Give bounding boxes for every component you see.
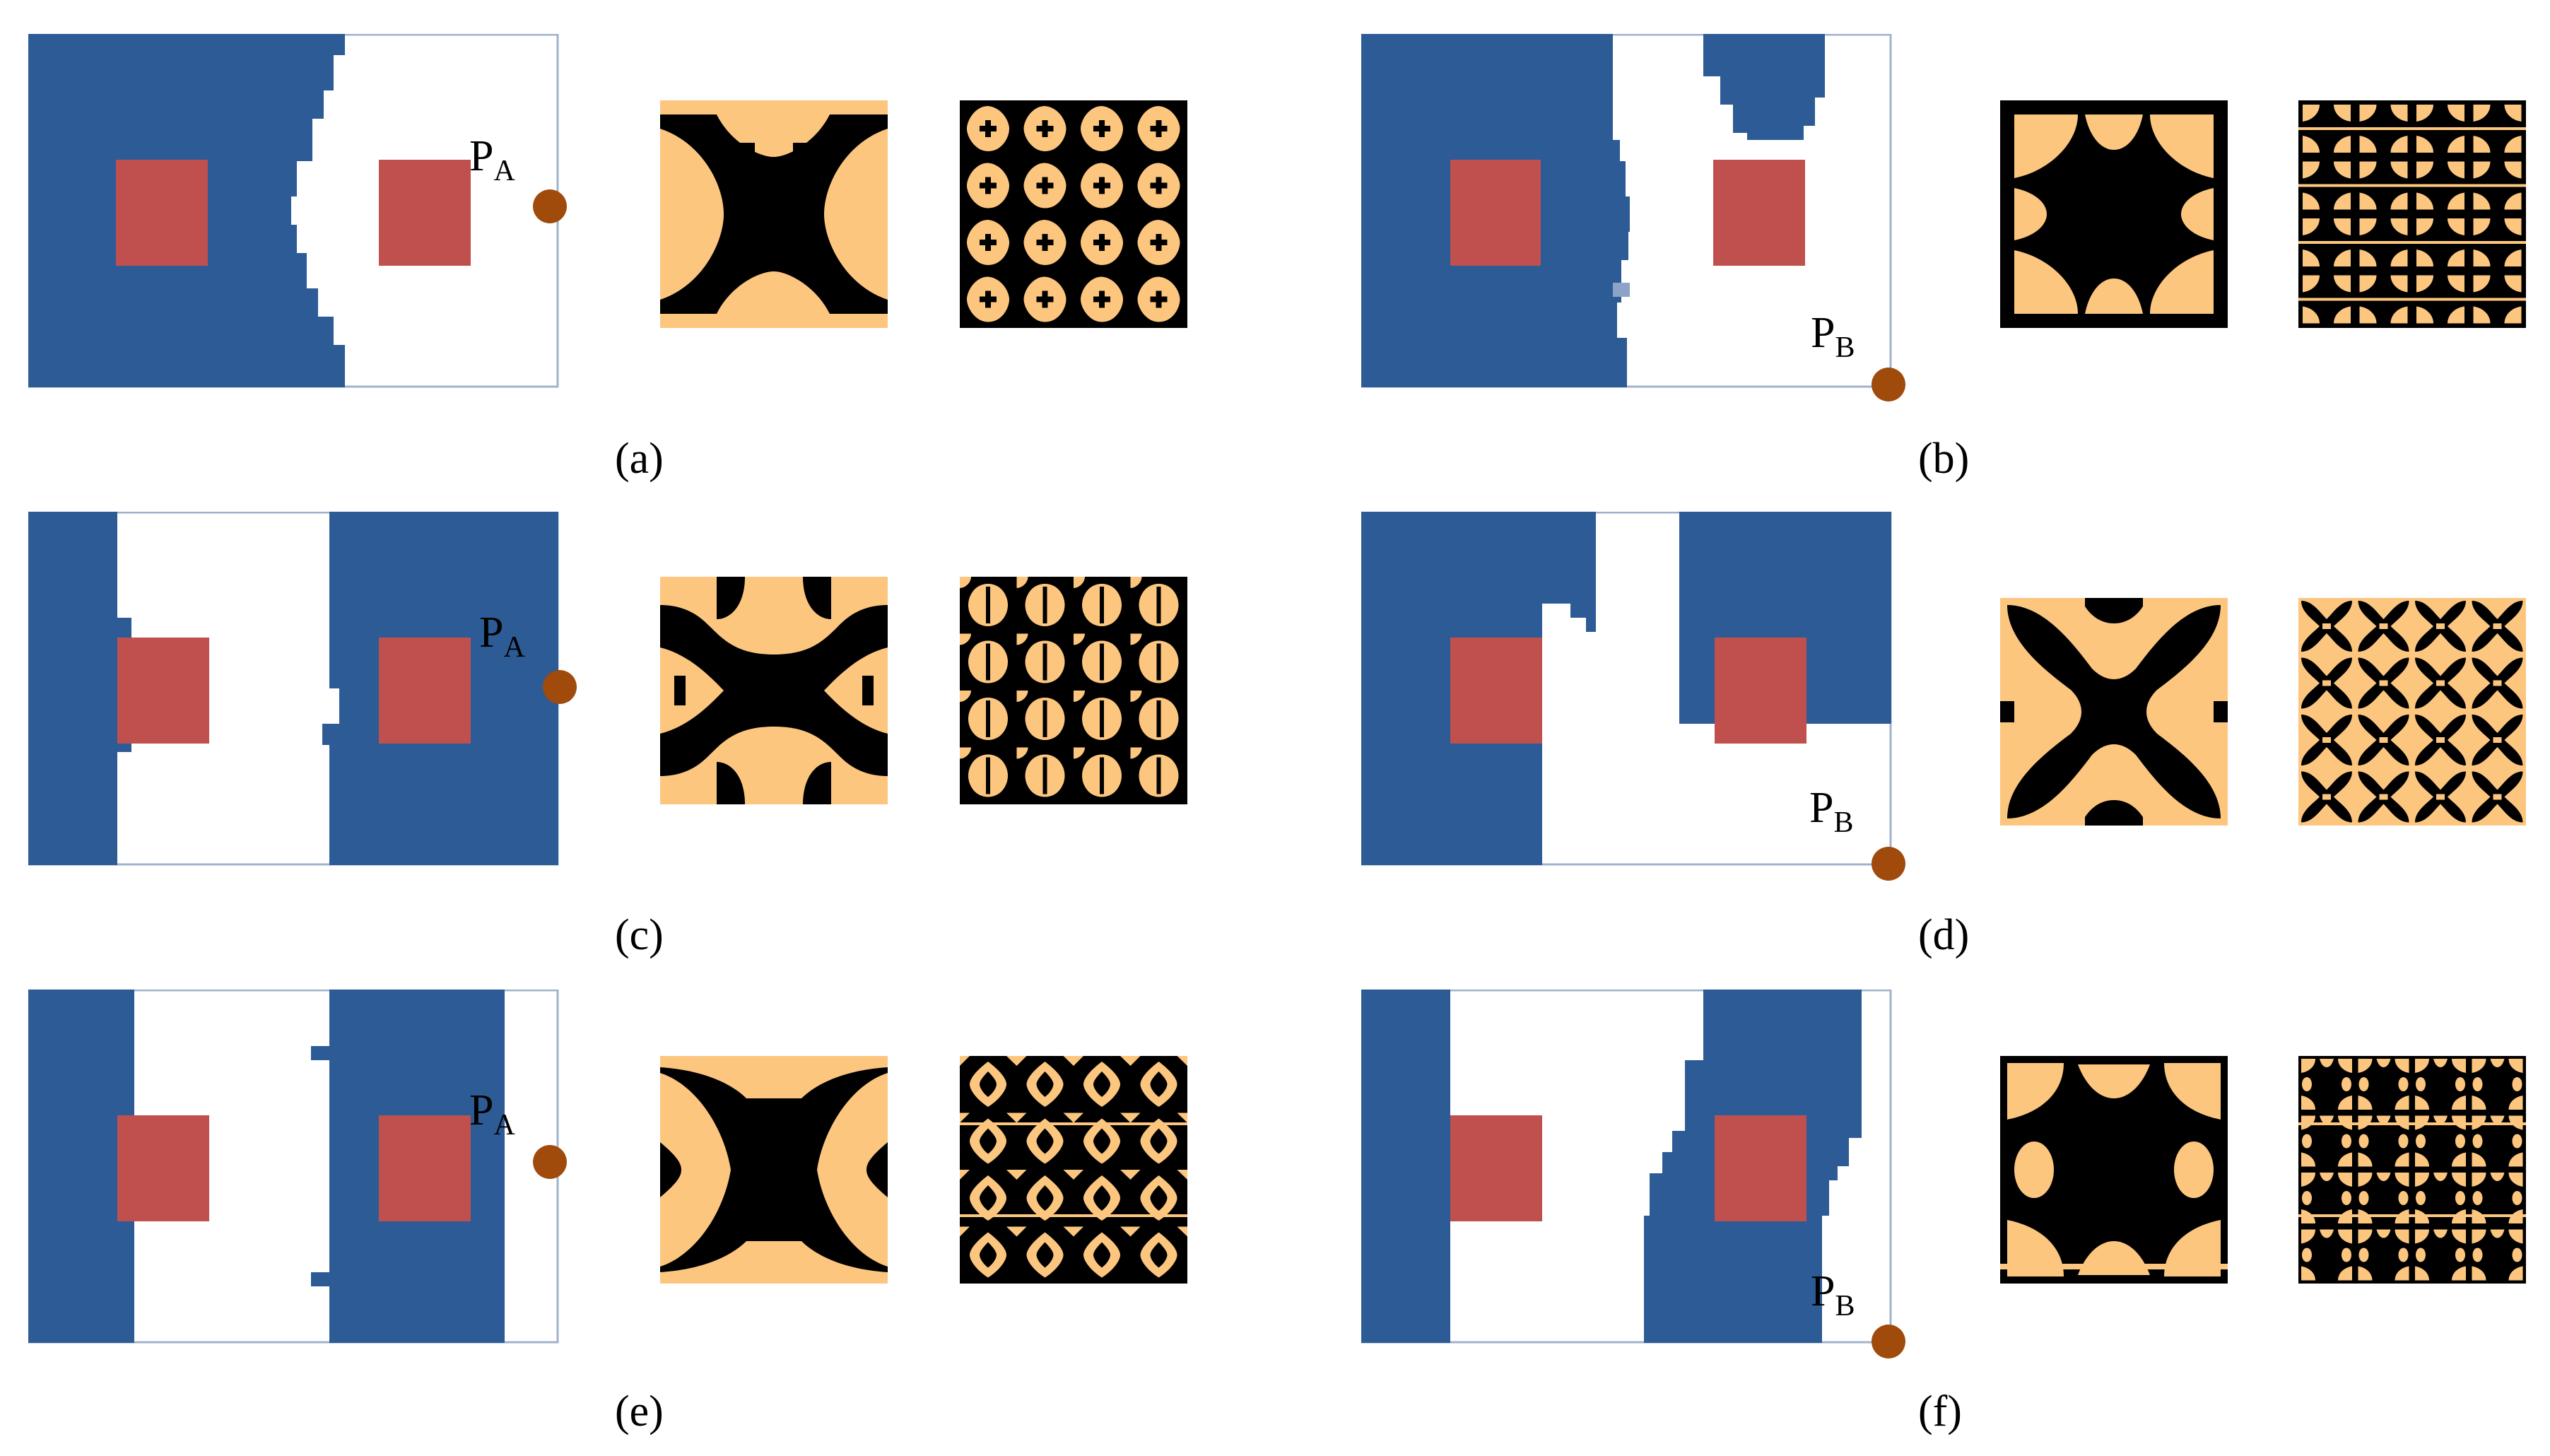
cell-array-b	[2298, 100, 2526, 328]
load-point-a	[533, 189, 567, 223]
caption-d: (d)	[1918, 911, 1970, 959]
point-label-d: PB	[1809, 784, 1854, 839]
design-domain-b	[1361, 34, 1893, 389]
caption-c: (c)	[615, 911, 664, 959]
load-point-c	[543, 670, 577, 704]
design-domain-a	[28, 34, 560, 389]
load-point-d	[1872, 847, 1905, 881]
design-domain-e	[28, 990, 560, 1344]
point-label-c: PA	[479, 609, 525, 664]
unit-cell-d	[2000, 598, 2228, 826]
unit-cell-b	[2000, 100, 2228, 328]
solid-region-top	[1703, 34, 1825, 140]
inclusion-right	[379, 160, 471, 266]
caption-a: (a)	[615, 435, 664, 483]
design-domain-f	[1361, 990, 1893, 1344]
point-label-b: PB	[1811, 309, 1855, 364]
cell-array-e	[960, 1056, 1187, 1284]
load-point-b	[1872, 368, 1905, 401]
cell-array-a	[960, 100, 1187, 328]
inclusion-left	[116, 160, 208, 266]
cell-array-f	[2298, 1056, 2526, 1284]
load-point-f	[1872, 1325, 1905, 1358]
cell-array-d	[2298, 598, 2526, 826]
unit-cell-c	[660, 577, 888, 804]
unit-cell-e	[660, 1056, 888, 1284]
point-label-a: PA	[469, 132, 515, 187]
design-domain-c	[28, 512, 560, 867]
point-label-f: PB	[1811, 1267, 1855, 1322]
design-domain-d	[1361, 512, 1893, 867]
caption-e: (e)	[615, 1387, 664, 1436]
load-point-e	[533, 1145, 567, 1179]
unit-cell-f	[2000, 1056, 2228, 1284]
point-label-e: PA	[469, 1086, 515, 1141]
cell-array-c	[960, 577, 1187, 804]
caption-f: (f)	[1918, 1387, 1962, 1436]
unit-cell-a	[660, 100, 888, 328]
caption-b: (b)	[1918, 435, 1970, 483]
